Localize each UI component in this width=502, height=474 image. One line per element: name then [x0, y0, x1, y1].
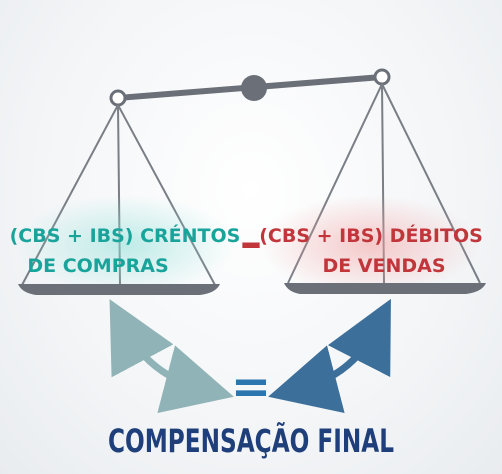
left-curved-arrow [109, 299, 234, 414]
right-pan-line1: (CBS + IBS) DÉBITOS [259, 224, 483, 247]
left-pan [18, 284, 220, 295]
left-hook [109, 89, 127, 107]
equals-operator: = [231, 359, 271, 415]
result-label: COMPENSAÇÃO FINAL [108, 422, 394, 460]
beam-pivot [241, 75, 267, 101]
right-pan-glow [260, 195, 480, 295]
left-pan-glow [15, 195, 235, 295]
left-pan-line2: DE COMPRAS [27, 255, 168, 277]
right-curved-arrow [268, 298, 391, 414]
scale-beam [109, 68, 391, 107]
left-pan-line1: (CBS + IBS) CRÉNTOS [10, 224, 241, 247]
right-hook [373, 68, 391, 86]
right-pan [284, 283, 486, 294]
minus-operator: – [240, 217, 262, 268]
right-pan-line2: DE VENDAS [322, 255, 445, 277]
